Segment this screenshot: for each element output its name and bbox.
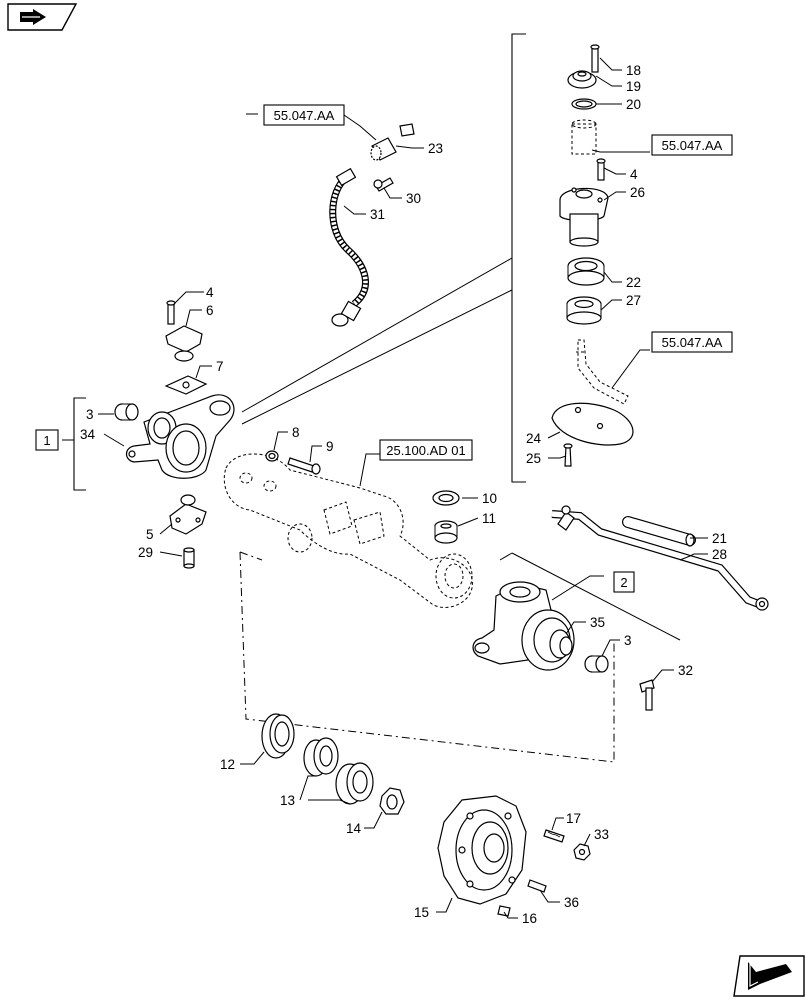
group-box-1[interactable]: 1: [35, 429, 59, 451]
callout-label: 23: [428, 141, 443, 156]
bearing-13-a: [303, 737, 339, 777]
pin-36: [527, 879, 547, 893]
nipple-29: [183, 547, 195, 569]
book-link-icon[interactable]: [7, 3, 78, 31]
plate-24: [551, 402, 634, 446]
callout-label: 9: [326, 439, 334, 454]
nut-33: [573, 843, 591, 861]
hose-21: [622, 516, 696, 547]
callout-label: 20: [626, 97, 641, 112]
bolt-18: [590, 44, 600, 73]
callout-label: 4: [206, 285, 214, 300]
reference-label[interactable]: 25.100.AD 01: [386, 443, 466, 458]
callout-label: 34: [80, 427, 96, 442]
callout-label: 32: [678, 663, 693, 678]
pin-30: [373, 177, 394, 192]
callout-label: 15: [414, 905, 429, 920]
shim-7: [164, 375, 208, 395]
callout-label: 24: [526, 431, 542, 446]
callout-label: 33: [594, 827, 609, 842]
callout-label: 4: [630, 167, 638, 182]
bearing-27: [566, 296, 602, 325]
knuckle-35: [472, 581, 575, 671]
callout-label: 17: [566, 811, 581, 826]
callout-label: 12: [220, 757, 235, 772]
sensor-probe: [576, 339, 629, 405]
reference-box-55-047-aa-c[interactable]: 55.047.AA: [651, 331, 733, 353]
callout-label: 31: [370, 207, 385, 222]
screw-25: [563, 443, 573, 467]
connector-23: [370, 123, 415, 161]
sensor-cable-31: [329, 167, 369, 327]
cover-6: [165, 325, 203, 362]
leader-lines: [98, 57, 708, 919]
seal-12: [261, 713, 295, 759]
ring-20: [571, 98, 597, 110]
bushing-3-left: [114, 403, 139, 421]
cap-19: [567, 70, 597, 89]
next-page-arrow-icon[interactable]: [733, 955, 805, 997]
callout-label: 19: [626, 79, 641, 94]
callout-label: 10: [482, 491, 497, 506]
callout-label: 11: [482, 511, 496, 526]
callout-label: 3: [624, 633, 632, 648]
group-2-outline: [239, 551, 681, 763]
callout-label: 8: [292, 425, 300, 440]
knuckle-34: [125, 394, 235, 479]
reference-label[interactable]: 55.047.AA: [662, 138, 723, 153]
nut-8: [265, 450, 279, 462]
axle-housing-ghost: [223, 453, 473, 608]
callout-label: 3: [86, 407, 94, 422]
callout-label: 16: [522, 911, 537, 926]
callout-label: 21: [712, 531, 727, 546]
bushing-11: [434, 520, 458, 544]
housing-26: [559, 187, 609, 247]
group-1-bracket: [62, 397, 86, 491]
callout-label: 14: [346, 821, 362, 836]
reference-label[interactable]: 55.047.AA: [662, 335, 723, 350]
callout-label: 36: [564, 895, 579, 910]
reference-box-25-100-ad-01[interactable]: 25.100.AD 01: [379, 439, 473, 461]
callout-label: 25: [526, 451, 541, 466]
bushing-3-right: [584, 655, 609, 673]
bolt-4-upper: [596, 158, 606, 181]
callout-label: 30: [406, 191, 421, 206]
bearing-13-b: [335, 762, 374, 805]
nut-14: [379, 787, 405, 815]
upper-right-frame: [241, 33, 526, 483]
callout-label: 7: [216, 359, 224, 374]
callout-label: 27: [626, 293, 641, 308]
seal-10: [432, 490, 460, 506]
group-label[interactable]: 1: [43, 433, 50, 448]
callout-label: 28: [712, 547, 727, 562]
reference-label[interactable]: 55.047.AA: [274, 108, 335, 123]
callout-label: 22: [626, 275, 641, 290]
callout-label: 18: [626, 63, 641, 78]
kingpin-5: [169, 494, 207, 535]
callout-label: 29: [138, 545, 153, 560]
callout-label: 26: [630, 185, 645, 200]
reference-box-55-047-aa-b[interactable]: 55.047.AA: [651, 134, 733, 156]
callout-label: 6: [206, 303, 214, 318]
group-label[interactable]: 2: [620, 575, 627, 590]
callout-label: 35: [590, 615, 605, 630]
reference-box-55-047-aa-a[interactable]: 55.047.AA: [263, 104, 377, 141]
callout-label: 5: [146, 527, 154, 542]
bolt-9: [287, 457, 321, 475]
pipe-28: [551, 505, 769, 611]
group-box-2[interactable]: 2: [613, 571, 635, 593]
bolt-32: [639, 679, 655, 711]
plug-16: [497, 905, 511, 917]
callout-labels: 18 19 20 4 26 22 27 24 25 23 30 31 4 6 7…: [80, 63, 727, 926]
hub-15: [437, 795, 527, 905]
sleeve-upper: [571, 119, 597, 155]
seal-22: [567, 257, 605, 286]
bolt-4-left: [166, 300, 176, 325]
callout-label: 13: [280, 793, 295, 808]
stud-17: [543, 829, 565, 843]
